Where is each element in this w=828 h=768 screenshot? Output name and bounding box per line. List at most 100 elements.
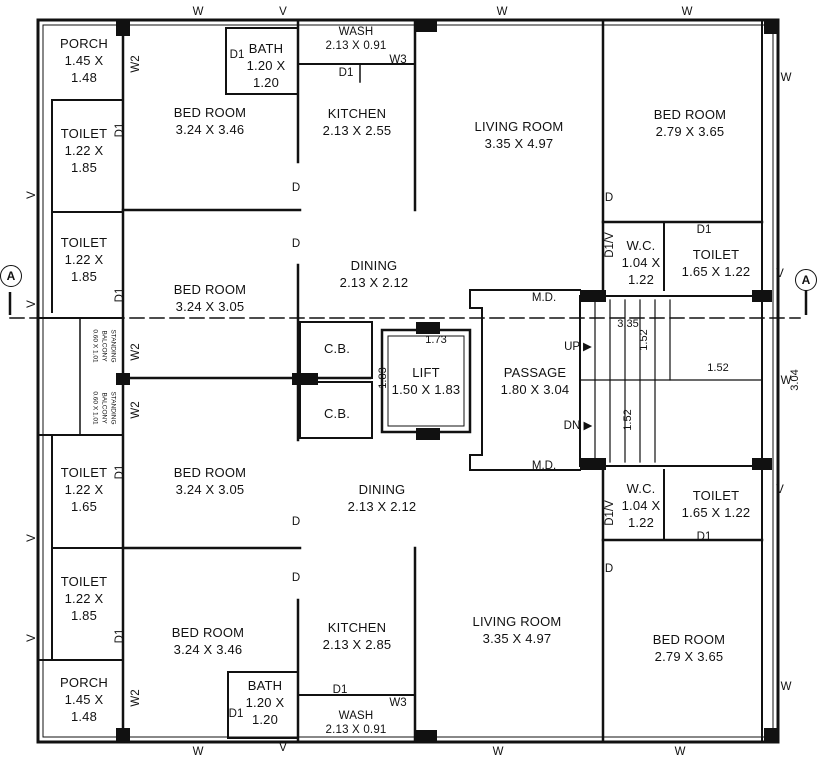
- window-2-mark: W2: [130, 343, 142, 361]
- room-size: 3.24 X 3.46: [175, 122, 245, 137]
- door-mark: D: [291, 238, 301, 250]
- room-name: TOILET: [60, 126, 108, 141]
- dimension-lift-depth: 1.83: [377, 367, 389, 389]
- dimension-stair-a: 3.35: [617, 318, 639, 330]
- room-size: 2.13 X 2.12: [347, 499, 417, 514]
- room-wc-bottom: W.C. 1.04 X 1.22: [622, 480, 661, 531]
- room-toilet-1: TOILET 1.22 X 1.85: [61, 125, 107, 176]
- stair-down-label: DN ▶: [563, 420, 593, 432]
- balcony-label-3: 0.60 X 1.01: [91, 329, 99, 363]
- room-size: 1.20 X 1.20: [246, 58, 286, 90]
- room-name: BED ROOM: [173, 105, 247, 120]
- ventilator-mark: V: [279, 742, 287, 754]
- room-name: TOILET: [692, 247, 740, 262]
- outer-wall: [36, 18, 780, 744]
- room-size: 1.04 X 1.22: [621, 498, 661, 530]
- room-name: TOILET: [60, 465, 108, 480]
- ventilator-mark: V: [26, 191, 38, 199]
- room-toilet-top-right: TOILET 1.65 X 1.22: [682, 246, 751, 280]
- window-mark: W: [496, 6, 508, 18]
- cb-bottom-box: [299, 381, 373, 439]
- room-bed-top-left: BED ROOM 3.24 X 3.46: [174, 104, 246, 138]
- door-1-mark: D1: [228, 708, 244, 720]
- section-arrows: [8, 290, 808, 315]
- balcony-label-6: 0.60 X 1.01: [91, 391, 99, 425]
- room-name: BED ROOM: [653, 107, 727, 122]
- room-name: KITCHEN: [327, 620, 387, 635]
- room-name: WASH: [338, 710, 374, 722]
- door-1-mark: D1: [338, 67, 354, 79]
- door-1-mark: D1: [114, 287, 126, 303]
- room-wc-top: W.C. 1.04 X 1.22: [622, 237, 661, 288]
- room-size: 1.22 X 1.85: [64, 143, 104, 175]
- room-size: 2.13 X 2.12: [339, 275, 409, 290]
- dimension-stair-c: 1.52: [707, 362, 729, 374]
- walls: [9, 18, 801, 744]
- room-passage: PASSAGE 1.80 X 3.04: [501, 364, 570, 398]
- room-bath-top: BATH 1.20 X 1.20: [247, 40, 286, 91]
- cb-top-box: [299, 321, 373, 379]
- balcony-label-4: STANDING: [109, 391, 117, 425]
- room-wash-top: WASH 2.13 X 0.91: [325, 25, 386, 53]
- inner-wall-offset: [42, 24, 774, 738]
- window-mark: W: [681, 6, 693, 18]
- ventilator-mark: V: [26, 634, 38, 642]
- room-size: 1.65 X 1.22: [681, 505, 751, 520]
- window-mark: W: [780, 72, 792, 84]
- room-name: BED ROOM: [652, 632, 726, 647]
- room-size: 1.22 X 1.85: [64, 252, 104, 284]
- window-mark: W: [780, 681, 792, 693]
- room-size: 1.65 X 1.22: [681, 264, 751, 279]
- bath-top-box: [225, 27, 299, 95]
- door-mark: D: [291, 572, 301, 584]
- window-2-mark: W2: [130, 401, 142, 419]
- room-name: TOILET: [60, 574, 108, 589]
- room-name: TOILET: [692, 488, 740, 503]
- room-size: 3.24 X 3.05: [175, 482, 245, 497]
- room-size: 2.13 X 0.91: [325, 40, 387, 52]
- balcony-label-5: BALCONY: [100, 392, 108, 424]
- stair-box: [579, 295, 763, 467]
- room-bed-bottom-left: BED ROOM 3.24 X 3.46: [172, 624, 244, 658]
- room-dining-bottom: DINING 2.13 X 2.12: [348, 481, 417, 515]
- room-size: 3.24 X 3.05: [175, 299, 245, 314]
- room-name: BATH: [247, 678, 283, 693]
- room-name: DINING: [350, 258, 398, 273]
- room-size: 1.22 X 1.85: [64, 591, 104, 623]
- room-toilet-bottom-right: TOILET 1.65 X 1.22: [682, 487, 751, 521]
- room-size: 2.13 X 2.55: [322, 123, 392, 138]
- room-size: 1.50 X 1.83: [391, 382, 461, 397]
- room-bed-top-right: BED ROOM 2.79 X 3.65: [654, 106, 726, 140]
- room-name: PORCH: [60, 36, 108, 51]
- ventilator-mark: V: [26, 300, 38, 308]
- room-name: KITCHEN: [327, 106, 387, 121]
- columns: [116, 20, 778, 742]
- room-toilet-4: TOILET 1.22 X 1.85: [61, 573, 107, 624]
- door-1-mark: D1: [114, 464, 126, 480]
- room-size: 2.13 X 2.85: [322, 637, 392, 652]
- room-bed-bottom-right: BED ROOM 2.79 X 3.65: [653, 631, 725, 665]
- door-mark: D: [604, 192, 614, 204]
- window-2-mark: W2: [130, 55, 142, 73]
- window-3-mark: W3: [389, 697, 407, 709]
- door-mark: D: [291, 182, 301, 194]
- room-name: TOILET: [60, 235, 108, 250]
- door-1-mark: D1: [332, 684, 348, 696]
- room-name: DINING: [358, 482, 406, 497]
- door-1v-mark: D1/V: [604, 232, 616, 258]
- room-name: BED ROOM: [173, 465, 247, 480]
- dimension-stair-d: 1.52: [622, 409, 634, 431]
- room-living-bottom: LIVING ROOM 3.35 X 4.97: [473, 613, 562, 647]
- door-mark: D: [604, 563, 614, 575]
- room-size: 1.22 X 1.65: [64, 482, 104, 514]
- room-name: PORCH: [60, 675, 108, 690]
- stair-steps: [579, 299, 763, 463]
- balcony-label-2: BALCONY: [100, 330, 108, 362]
- room-dining-top: DINING 2.13 X 2.12: [340, 257, 409, 291]
- door-mark: D: [291, 516, 301, 528]
- room-name: WASH: [338, 26, 374, 38]
- lift-inner: [387, 335, 465, 427]
- balcony-label-1: STANDING: [109, 329, 117, 363]
- window-mark: W: [492, 746, 504, 758]
- room-porch-bottom: PORCH 1.45 X 1.48: [60, 674, 108, 725]
